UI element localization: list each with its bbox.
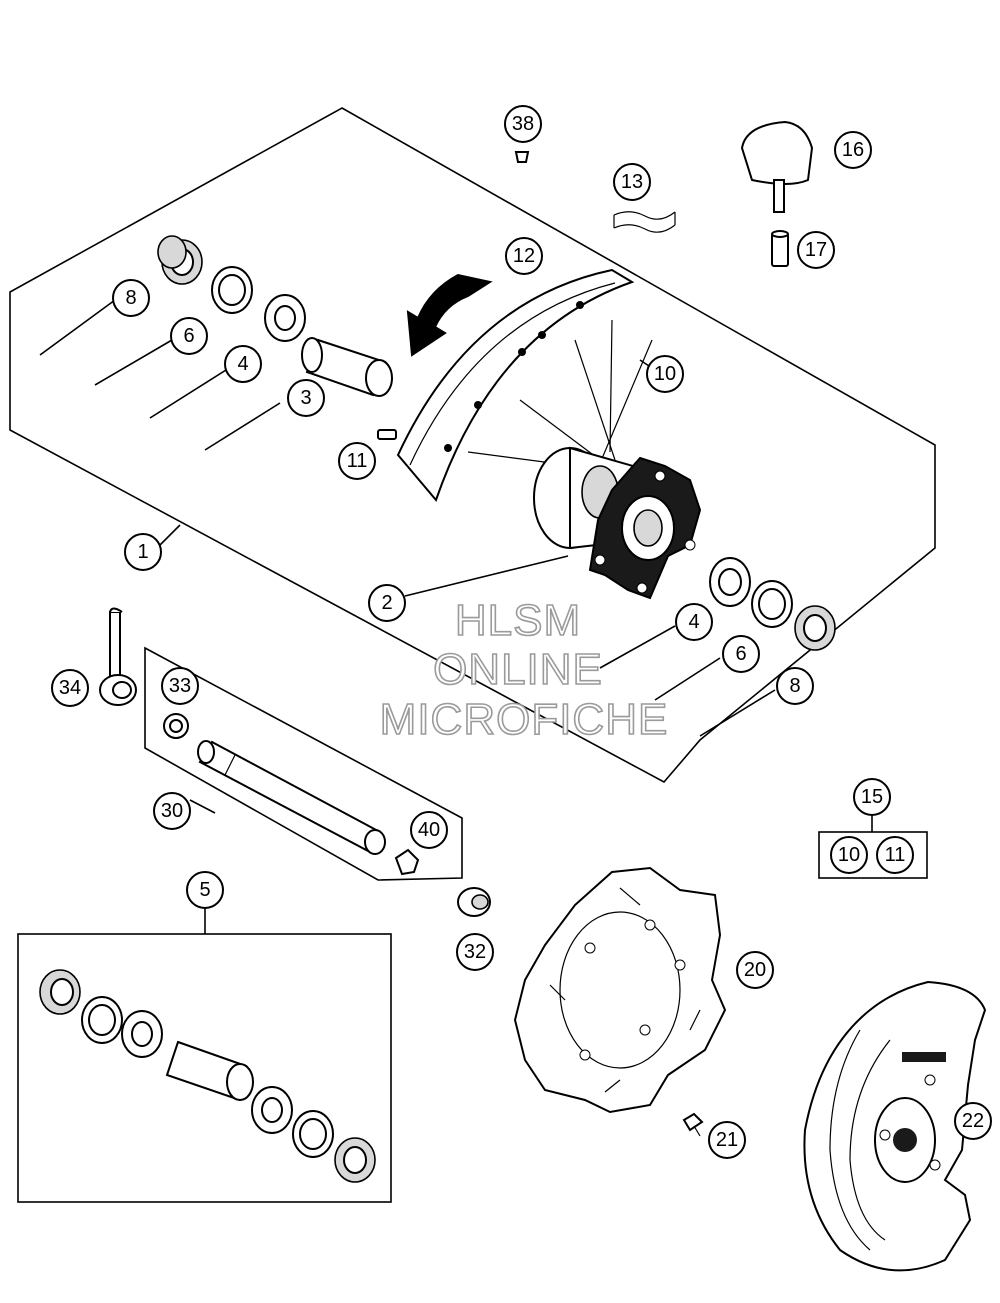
svg-text:33: 33	[169, 675, 191, 697]
disc-guard-22	[803, 980, 987, 1272]
svg-text:10: 10	[838, 844, 860, 866]
watermark-line-1: HLSM	[455, 596, 581, 645]
callout-6-lower: 6	[722, 635, 760, 673]
nut-33	[163, 713, 189, 739]
svg-text:13: 13	[621, 171, 643, 193]
callout-21: 21	[708, 1121, 746, 1159]
svg-text:40: 40	[418, 819, 440, 841]
svg-text:21: 21	[716, 1129, 738, 1151]
svg-text:2: 2	[381, 592, 392, 614]
seal-ring-8-lower	[794, 605, 836, 651]
callout-11-set: 11	[876, 836, 914, 874]
callout-17: 17	[797, 231, 835, 269]
callout-16: 16	[834, 131, 872, 169]
callout-32: 32	[456, 933, 494, 971]
kit-seal-6a	[81, 996, 123, 1044]
svg-text:22: 22	[962, 1110, 984, 1132]
svg-text:34: 34	[59, 677, 81, 699]
bolt-21	[682, 1112, 704, 1137]
leader-lines	[39, 299, 873, 934]
callout-1: 1	[124, 533, 162, 571]
rim-tape-13	[613, 211, 676, 233]
callout-8-lower: 8	[776, 667, 814, 705]
svg-text:17: 17	[805, 239, 827, 261]
callout-13: 13	[613, 163, 651, 201]
kit-bearing-4b	[251, 1086, 293, 1134]
bearing-4-upper	[264, 294, 306, 342]
plug-38	[514, 151, 530, 163]
svg-text:10: 10	[654, 363, 676, 385]
callout-10-set: 10	[830, 836, 868, 874]
nut-40	[394, 848, 420, 876]
callout-11-nipple: 11	[338, 442, 376, 480]
svg-text:16: 16	[842, 139, 864, 161]
svg-text:12: 12	[513, 245, 535, 267]
spokes-10	[467, 319, 653, 469]
svg-text:32: 32	[464, 941, 486, 963]
callout-30: 30	[153, 792, 191, 830]
svg-text:6: 6	[183, 325, 194, 347]
bearing-4-lower	[709, 557, 751, 607]
rotation-arrow-icon	[406, 273, 493, 357]
callout-8-upper: 8	[112, 279, 150, 317]
svg-text:4: 4	[237, 353, 248, 375]
kit-seal-ring-8a	[39, 969, 81, 1015]
callout-4-upper: 4	[224, 345, 262, 383]
watermark: HLSM ONLINE MICROFICHE	[379, 595, 669, 745]
spoke-set-outline	[818, 831, 928, 879]
spacer-sleeve-3	[301, 337, 393, 397]
seal-6-upper	[211, 266, 253, 314]
callout-10-spokes: 10	[646, 355, 684, 393]
callout-12: 12	[505, 237, 543, 275]
callout-34: 34	[51, 669, 89, 707]
callout-33: 33	[161, 667, 199, 705]
rim-12	[396, 268, 635, 502]
axle-30	[197, 740, 386, 855]
hub-2	[533, 446, 702, 600]
seal-ring-8-upper	[157, 235, 203, 285]
collar-32	[457, 887, 491, 917]
callout-6-upper: 6	[170, 317, 208, 355]
svg-text:20: 20	[744, 959, 766, 981]
svg-text:8: 8	[125, 287, 136, 309]
svg-text:38: 38	[512, 113, 534, 135]
svg-text:15: 15	[861, 786, 883, 808]
svg-text:5: 5	[199, 879, 210, 901]
svg-text:6: 6	[735, 643, 746, 665]
svg-text:30: 30	[161, 800, 183, 822]
svg-text:11: 11	[347, 450, 368, 472]
kit-sleeve-3	[165, 1040, 254, 1101]
kit-seal-6b	[292, 1110, 334, 1158]
callout-22: 22	[954, 1102, 992, 1140]
wheel-assembly-outline	[9, 107, 936, 784]
callout-38: 38	[504, 105, 542, 143]
svg-text:4: 4	[688, 611, 699, 633]
valve-nut-17	[771, 230, 789, 267]
axle-kit-outline	[144, 646, 463, 881]
spoke-nipple-11	[377, 429, 397, 440]
callout-15: 15	[853, 778, 891, 816]
callout-40: 40	[410, 811, 448, 849]
svg-text:3: 3	[300, 387, 311, 409]
callout-5: 5	[186, 871, 224, 909]
callout-3: 3	[287, 379, 325, 417]
seal-6-lower	[751, 580, 793, 628]
axle-clamp-34	[99, 607, 137, 706]
svg-text:8: 8	[789, 675, 800, 697]
callout-4-lower: 4	[675, 603, 713, 641]
watermark-line-3: MICROFICHE	[380, 695, 669, 744]
valve-16	[740, 120, 814, 213]
watermark-line-2: ONLINE	[433, 645, 603, 694]
svg-text:11: 11	[885, 844, 906, 866]
kit-bearing-4a	[121, 1010, 163, 1058]
svg-text:1: 1	[137, 541, 148, 563]
brake-disc-20	[513, 866, 727, 1114]
callout-20: 20	[736, 951, 774, 989]
callout-2: 2	[368, 584, 406, 622]
kit-seal-ring-8b	[334, 1137, 376, 1183]
